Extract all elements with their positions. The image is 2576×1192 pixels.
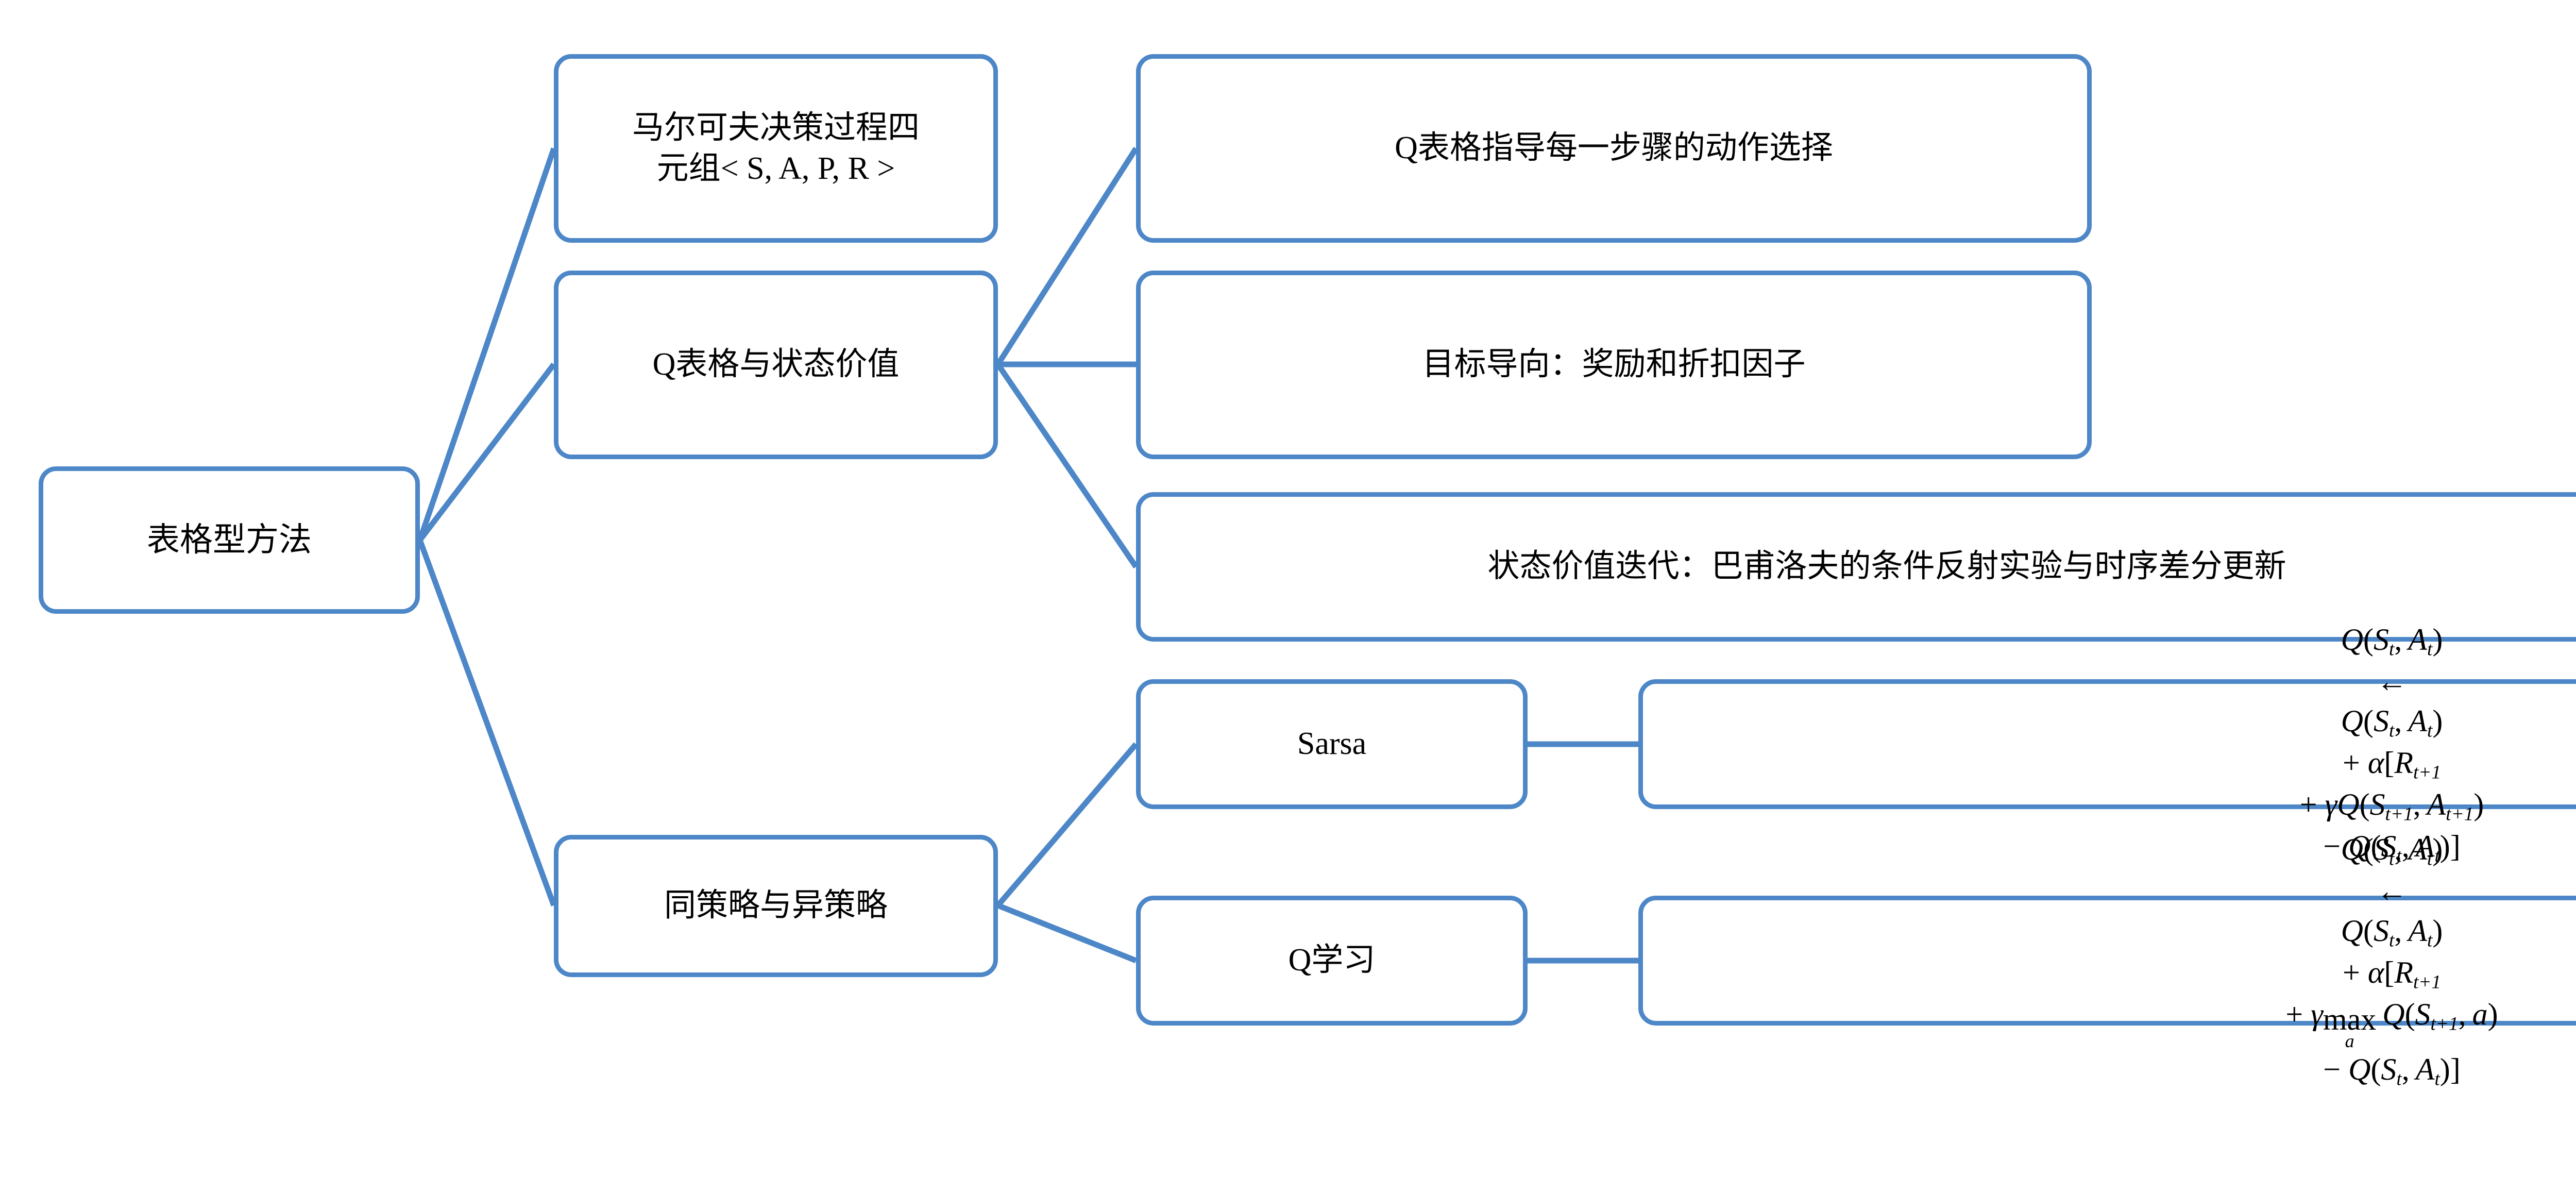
node-sarsa-label: Sarsa (1297, 726, 1367, 762)
node-root[interactable]: 表格型方法 (39, 466, 420, 614)
node-root-label: 表格型方法 (147, 522, 312, 559)
node-qtable-child-value-iteration[interactable]: 状态价值迭代：巴甫洛夫的条件反射实验与时序差分更新 (1136, 492, 2576, 642)
node-qtable-child-goal-oriented[interactable]: 目标导向：奖励和折扣因子 (1136, 271, 2092, 459)
connector-policy-to-qlearning (996, 902, 1138, 964)
connector-root-to-mdp (417, 147, 557, 541)
node-qtable-child-action-selection-label: Q表格指导每一步骤的动作选择 (1395, 130, 1833, 166)
connector-root-to-qtable (417, 362, 556, 542)
node-qtable[interactable]: Q表格与状态价值 (554, 271, 998, 459)
node-sarsa-formula[interactable]: Q(St, At) ← Q(St, At) + α[Rt+1 + γQ(St+1… (1638, 623, 2576, 866)
connector-qtable-to-leaf3 (995, 362, 1139, 569)
node-qtable-child-action-selection[interactable]: Q表格指导每一步骤的动作选择 (1136, 54, 2092, 243)
node-mdp[interactable]: 马尔可夫决策过程四 元组< S, A, P, R > (554, 54, 998, 243)
node-policy-label: 同策略与异策略 (664, 888, 888, 924)
node-mdp-label: 马尔可夫决策过程四 元组< S, A, P, R > (632, 110, 920, 186)
node-qlearning[interactable]: Q学习 (1136, 896, 1528, 1026)
node-sarsa[interactable]: Sarsa (1136, 679, 1528, 809)
node-qlearning-label: Q学习 (1288, 943, 1376, 978)
node-sarsa-formula-text: Q(St, At) ← Q(St, At) + α[Rt+1 + γQ(St+1… (2299, 623, 2484, 867)
node-qtable-child-value-iteration-label: 状态价值迭代：巴甫洛夫的条件反射实验与时序差分更新 (1487, 549, 2286, 584)
connector-qtable-to-leaf1 (995, 147, 1139, 366)
connector-policy-to-sarsa (995, 742, 1139, 908)
node-qtable-child-goal-oriented-label: 目标导向：奖励和折扣因子 (1422, 347, 1806, 382)
connector-root-to-policy (417, 539, 557, 906)
node-qtable-label: Q表格与状态价值 (652, 347, 900, 382)
node-policy[interactable]: 同策略与异策略 (554, 835, 998, 977)
